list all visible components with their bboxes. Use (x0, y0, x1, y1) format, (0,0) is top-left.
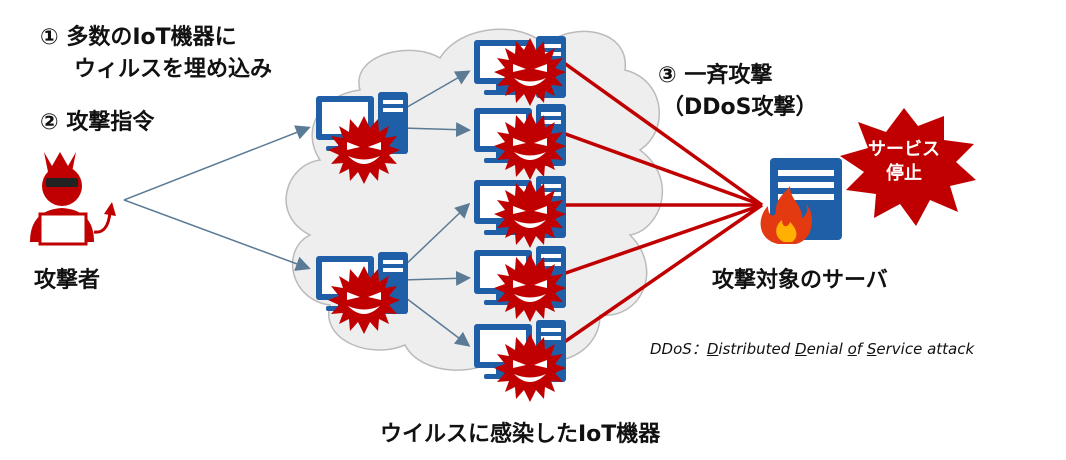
target-server-label: 攻撃対象のサーバ (712, 268, 888, 293)
infected-device (474, 320, 566, 402)
step2-label: ② 攻撃指令 (40, 104, 154, 136)
ddos-abbreviation-note: DDoS：Distributed Denial of Service attac… (650, 338, 974, 359)
abbr-word-denial: enial (806, 340, 848, 358)
service-stop-text: サービス 停止 (858, 138, 950, 186)
step3-number: ③ (658, 63, 677, 88)
step2-text: 攻撃指令 (66, 110, 155, 135)
attacker-label: 攻撃者 (34, 268, 101, 293)
step1-line1: 多数のIoT機器に (66, 25, 237, 50)
abbr-letter-d: D (706, 340, 719, 358)
abbr-letter-o: o (847, 340, 857, 358)
infected-devices-label: ウイルスに感染したIoT機器 (380, 422, 661, 447)
fire-icon (760, 186, 812, 244)
service-stop-line2: 停止 (886, 163, 922, 184)
step1-label: ① 多数のIoT機器に ウィルスを埋め込み (40, 22, 272, 86)
service-stop-line1: サービス (868, 139, 940, 160)
service-stop-burst (840, 108, 976, 226)
command-arrows (123, 70, 471, 347)
abbr-word-of: f (856, 340, 867, 358)
abbr-letter-d2: D (795, 340, 807, 358)
step2-number: ② (40, 110, 59, 135)
step1-line2: ウィルスを埋め込み (74, 57, 273, 82)
abbr-word-distributed: istributed (718, 340, 796, 358)
attack-lines (558, 58, 764, 347)
abbr-head: DDoS： (650, 340, 707, 358)
step1-number: ① (40, 25, 59, 50)
abbr-word-service: ervice attack (876, 340, 975, 358)
step3-line1: 一斉攻撃 (684, 63, 773, 88)
step3-line2: （DDoS攻撃） (662, 95, 818, 120)
step3-label: ③ 一斉攻撃 （DDoS攻撃） (658, 60, 817, 124)
attacker-icon (30, 152, 116, 246)
abbr-letter-s: S (866, 340, 877, 358)
